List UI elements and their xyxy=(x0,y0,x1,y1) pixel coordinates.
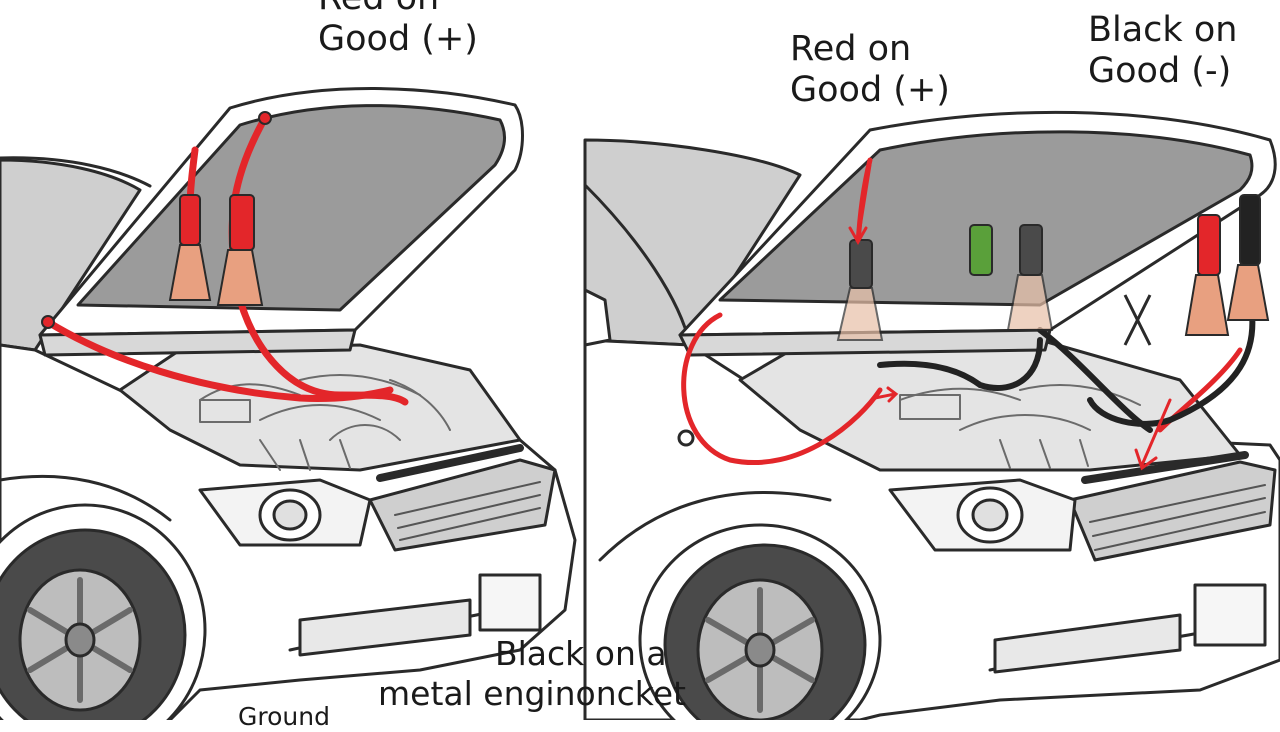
label-ground-text: Ground xyxy=(238,702,330,731)
label-left-top-line1: Red on xyxy=(318,0,478,19)
label-ground: Ground xyxy=(238,702,330,732)
label-right-red-line2: Good (+) xyxy=(790,70,950,110)
label-left-bottom: Black on a xyxy=(495,636,667,672)
label-left-top-line2: Good (+) xyxy=(318,19,478,59)
left-wheel xyxy=(0,503,207,720)
label-left-bottom-line2: metal enginoncket xyxy=(378,674,686,713)
label-right-black-line1: Black on xyxy=(1088,10,1238,50)
red-arrow-icon xyxy=(848,163,1172,471)
jumper-clamp-icon xyxy=(41,111,272,329)
right-wheel xyxy=(638,523,882,720)
right-red-cable-1 xyxy=(681,312,883,465)
right-headlight xyxy=(888,478,1077,552)
right-black-cable-3 xyxy=(1087,297,1256,427)
left-headlight xyxy=(198,478,372,547)
left-car-windshield xyxy=(0,158,142,352)
left-car xyxy=(0,87,577,720)
right-car-windshield xyxy=(583,138,802,347)
x-mark-icon xyxy=(1123,294,1152,346)
label-right-black: Black on Good (-) xyxy=(1088,10,1237,92)
right-black-cables xyxy=(877,297,1256,433)
jumper-clamp-icon xyxy=(836,194,1270,341)
label-left-bottom-line1: Black on a xyxy=(495,634,667,673)
black-cable-icon xyxy=(877,337,1043,391)
label-left-top: Red on Good (+) xyxy=(318,0,478,60)
label-right-red-line1: Red on xyxy=(790,29,912,69)
label-left-bottom-2: metal enginoncket xyxy=(378,676,686,712)
left-grille xyxy=(368,444,557,552)
left-red-cable-2 xyxy=(44,318,394,402)
right-grille xyxy=(1068,451,1277,562)
right-car xyxy=(583,110,1280,720)
label-right-red: Red on Good (+) xyxy=(790,29,950,111)
label-right-black-line2: Good (-) xyxy=(1088,51,1232,91)
